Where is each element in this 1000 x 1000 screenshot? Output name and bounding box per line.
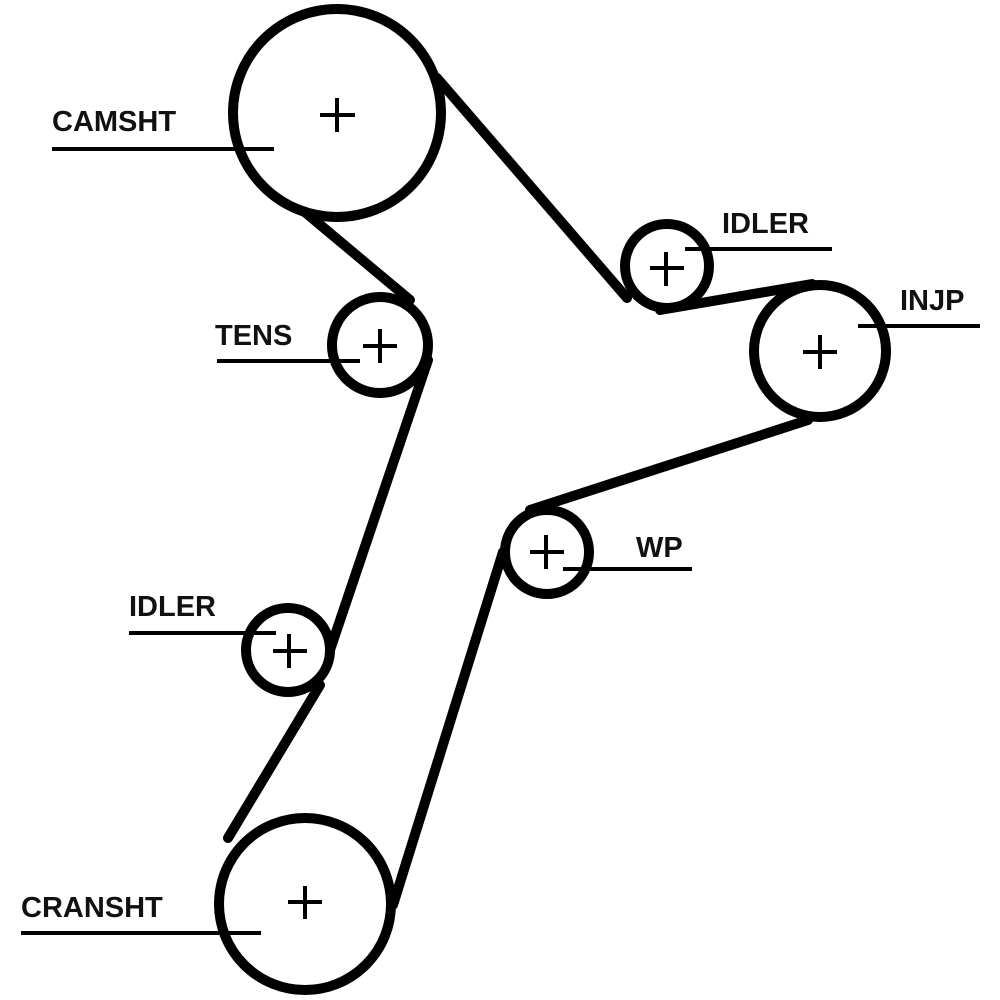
- label-idler-lower: IDLER: [129, 591, 216, 623]
- belt-segment-wp-cransht: [388, 547, 508, 910]
- label-cransht: CRANSHT: [21, 892, 163, 924]
- belt-segment-cransht-idler: [223, 680, 325, 843]
- pulley-idler-lower: IDLER: [129, 591, 335, 697]
- label-tens: TENS: [215, 320, 292, 352]
- pulley-tens: TENS: [215, 292, 433, 398]
- label-wp: WP: [636, 532, 683, 564]
- belt-segment-tens-camsht: [295, 203, 415, 305]
- belt-segment-idler-tens: [325, 355, 433, 655]
- label-injp: INJP: [900, 285, 964, 317]
- label-idler-upper: IDLER: [722, 208, 809, 240]
- belt-segment-injp-wp: [525, 415, 813, 515]
- pulley-idler-upper: IDLER: [620, 208, 832, 313]
- pulley-wp: WP: [500, 505, 692, 599]
- pulley-injp: INJP: [749, 280, 980, 422]
- pulley-cransht: CRANSHT: [21, 813, 396, 995]
- label-camsht: CAMSHT: [52, 106, 176, 138]
- belt-segment-camsht-idler: [432, 73, 632, 303]
- pulley-camsht: CAMSHT: [52, 4, 446, 222]
